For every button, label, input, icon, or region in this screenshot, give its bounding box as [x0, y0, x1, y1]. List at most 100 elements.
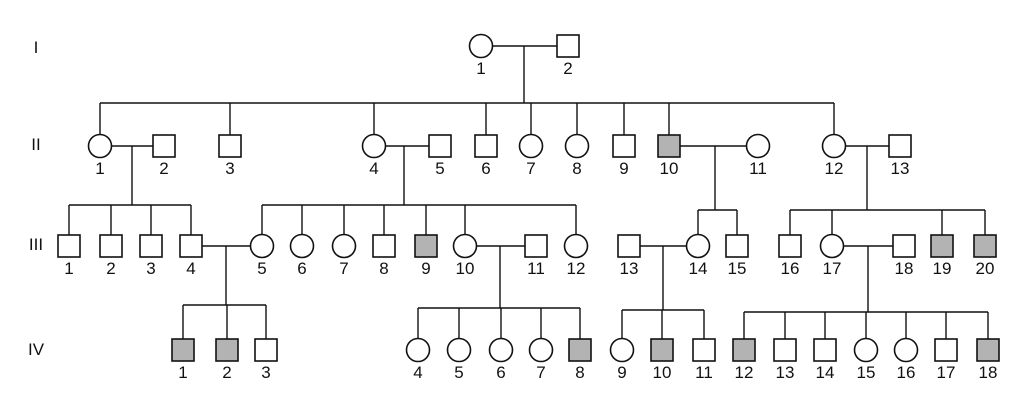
affected-male-symbol — [657, 134, 681, 158]
individual-II-12: 12 — [821, 133, 847, 178]
female-symbol — [609, 337, 635, 363]
individual-number: 7 — [526, 159, 535, 178]
individual-number: 11 — [527, 259, 545, 278]
female-symbol — [289, 233, 315, 259]
individual-number: 2 — [106, 259, 115, 278]
male-symbol — [139, 234, 163, 258]
male-symbol — [934, 338, 958, 362]
individual-II-11: 11 — [745, 133, 771, 178]
male-symbol — [612, 134, 636, 158]
female-symbol — [361, 133, 387, 159]
male-symbol — [892, 234, 916, 258]
individual-number: 15 — [728, 259, 747, 278]
male-symbol — [778, 234, 802, 258]
individual-II-10: 10 — [657, 134, 681, 178]
individual-III-11: 11 — [524, 234, 548, 278]
female-symbol — [518, 133, 544, 159]
individual-number: 16 — [781, 259, 800, 278]
individual-IV-10: 10 — [650, 338, 674, 382]
individual-number: 7 — [536, 363, 545, 382]
individual-II-7: 7 — [518, 133, 544, 178]
individual-number: 13 — [620, 259, 639, 278]
female-symbol — [853, 337, 879, 363]
individual-number: 20 — [976, 259, 995, 278]
male-symbol — [773, 338, 797, 362]
male-symbol — [692, 338, 716, 362]
individual-number: 5 — [257, 259, 266, 278]
female-symbol — [893, 337, 919, 363]
affected-male-symbol — [215, 338, 239, 362]
generation-label-3: III — [29, 235, 43, 254]
individual-II-9: 9 — [612, 134, 636, 178]
generation-label-4: IV — [28, 340, 45, 359]
individual-number: 14 — [689, 259, 708, 278]
individual-IV-17: 17 — [934, 338, 958, 382]
male-symbol — [254, 338, 278, 362]
female-symbol — [564, 133, 590, 159]
individual-number: 5 — [435, 159, 444, 178]
female-symbol — [819, 233, 845, 259]
individual-number: 15 — [857, 363, 876, 382]
male-symbol — [179, 234, 203, 258]
individual-number: 12 — [825, 159, 844, 178]
affected-male-symbol — [973, 234, 997, 258]
individual-II-6: 6 — [474, 134, 498, 178]
individual-number: 9 — [617, 363, 626, 382]
male-symbol — [524, 234, 548, 258]
individual-number: 18 — [979, 363, 998, 382]
individual-number: 1 — [95, 159, 104, 178]
individual-number: 10 — [456, 259, 475, 278]
affected-male-symbol — [650, 338, 674, 362]
individual-III-7: 7 — [331, 233, 357, 278]
individual-number: 3 — [261, 363, 270, 382]
affected-male-symbol — [976, 338, 1000, 362]
individual-IV-6: 6 — [488, 337, 514, 382]
generation-label-1: I — [34, 38, 39, 57]
individual-number: 8 — [379, 259, 388, 278]
individual-number: 11 — [695, 363, 713, 382]
individual-III-16: 16 — [778, 234, 802, 278]
individual-IV-11: 11 — [692, 338, 716, 382]
individual-IV-4: 4 — [405, 337, 431, 382]
individual-II-13: 13 — [888, 134, 912, 178]
individual-number: 13 — [776, 363, 795, 382]
individual-number: 4 — [369, 159, 378, 178]
male-symbol — [428, 134, 452, 158]
male-symbol — [152, 134, 176, 158]
female-symbol — [452, 233, 478, 259]
female-symbol — [446, 337, 472, 363]
individual-III-20: 20 — [973, 234, 997, 278]
individual-number: 8 — [572, 159, 581, 178]
female-symbol — [821, 133, 847, 159]
affected-male-symbol — [930, 234, 954, 258]
individual-II-5: 5 — [428, 134, 452, 178]
male-symbol — [888, 134, 912, 158]
individual-I-2: 2 — [556, 34, 580, 78]
individual-number: 19 — [933, 259, 952, 278]
individual-III-17: 17 — [819, 233, 845, 278]
individual-number: 9 — [421, 259, 430, 278]
individual-number: 12 — [567, 259, 586, 278]
individual-number: 2 — [159, 159, 168, 178]
individual-III-5: 5 — [249, 233, 275, 278]
affected-male-symbol — [568, 338, 592, 362]
female-symbol — [331, 233, 357, 259]
female-symbol — [528, 337, 554, 363]
individual-number: 7 — [339, 259, 348, 278]
individual-IV-5: 5 — [446, 337, 472, 382]
male-symbol — [218, 134, 242, 158]
individual-III-19: 19 — [930, 234, 954, 278]
female-symbol — [685, 233, 711, 259]
male-symbol — [617, 234, 641, 258]
individual-II-4: 4 — [361, 133, 387, 178]
female-symbol — [405, 337, 431, 363]
individual-number: 6 — [297, 259, 306, 278]
individual-II-8: 8 — [564, 133, 590, 178]
individual-IV-15: 15 — [853, 337, 879, 382]
female-symbol — [468, 33, 494, 59]
individual-III-8: 8 — [372, 234, 396, 278]
male-symbol — [57, 234, 81, 258]
male-symbol — [556, 34, 580, 58]
individual-III-3: 3 — [139, 234, 163, 278]
male-symbol — [725, 234, 749, 258]
